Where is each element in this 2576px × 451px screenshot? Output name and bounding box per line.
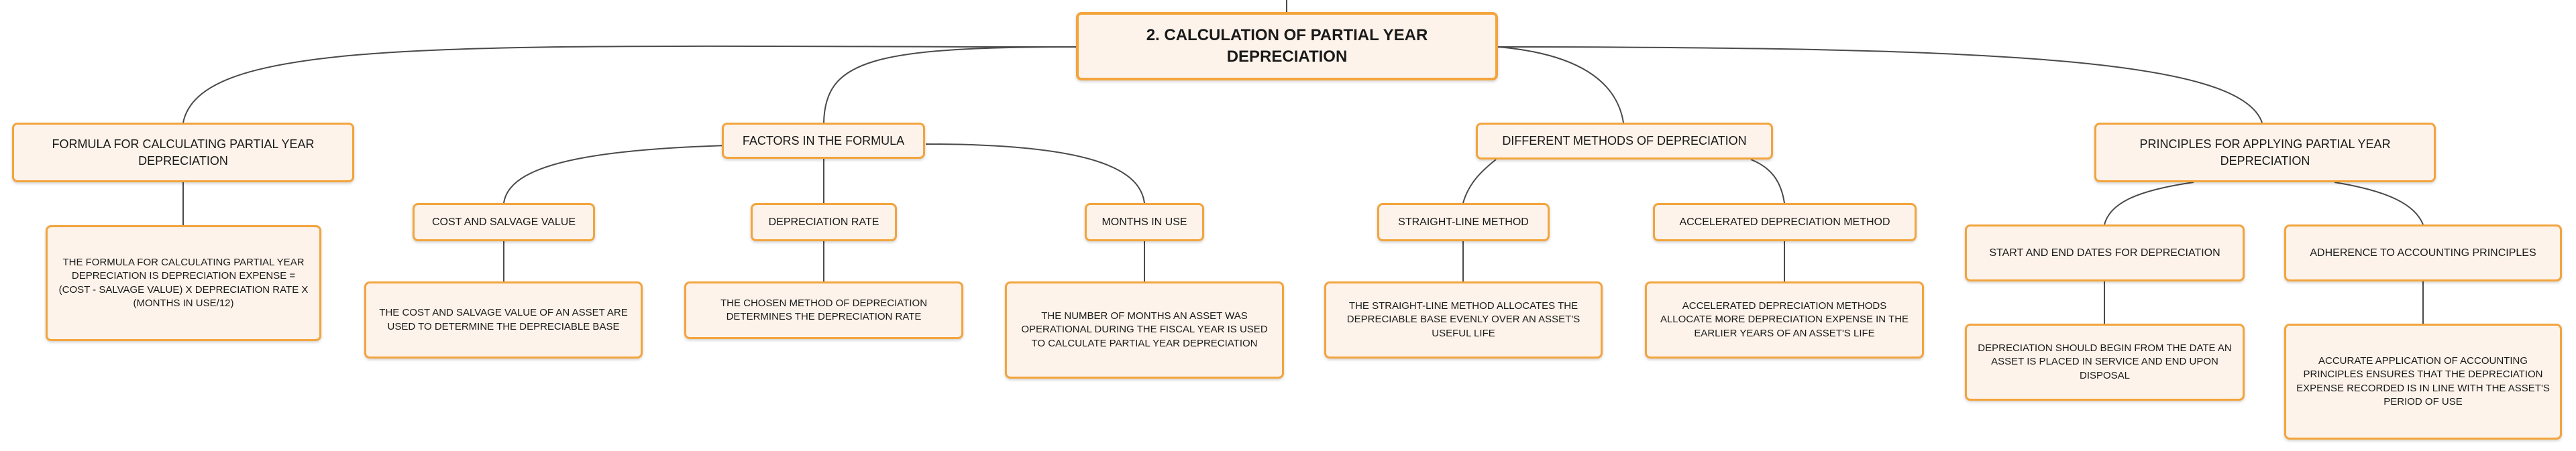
formula-detail-node[interactable]: The formula for calculating partial year… [46,225,321,341]
straight-line-detail-node[interactable]: The straight-line method allocates the d… [1324,281,1603,359]
accounting-principles-detail-node[interactable]: Accurate application of accounting princ… [2284,324,2562,440]
months-in-use-node[interactable]: Months in Use [1085,203,1204,241]
root-node[interactable]: 2. Calculation of Partial Year Depreciat… [1076,12,1498,80]
start-end-dates-node[interactable]: Start and End Dates for Depreciation [1965,224,2245,281]
start-end-dates-detail-node[interactable]: Depreciation should begin from the date … [1965,324,2245,401]
accelerated-method-detail-node[interactable]: Accelerated depreciation methods allocat… [1645,281,1924,359]
cost-salvage-detail-node[interactable]: The cost and salvage value of an asset a… [364,281,643,359]
branch-factors-node[interactable]: Factors in the Formula [722,123,925,159]
accelerated-method-node[interactable]: Accelerated Depreciation Method [1653,203,1917,241]
branch-methods-node[interactable]: Different Methods of Depreciation [1476,123,1773,159]
depreciation-rate-detail-node[interactable]: The chosen method of depreciation determ… [684,281,963,339]
branch-principles-node[interactable]: Principles for Applying Partial Year Dep… [2094,123,2436,182]
accounting-principles-node[interactable]: Adherence to Accounting Principles [2284,224,2562,281]
months-in-use-detail-node[interactable]: The number of months an asset was operat… [1005,281,1284,379]
cost-salvage-node[interactable]: Cost and Salvage Value [413,203,595,241]
straight-line-node[interactable]: Straight-Line Method [1377,203,1550,241]
branch-formula-node[interactable]: Formula for Calculating Partial Year Dep… [12,123,354,182]
depreciation-rate-node[interactable]: Depreciation Rate [751,203,897,241]
